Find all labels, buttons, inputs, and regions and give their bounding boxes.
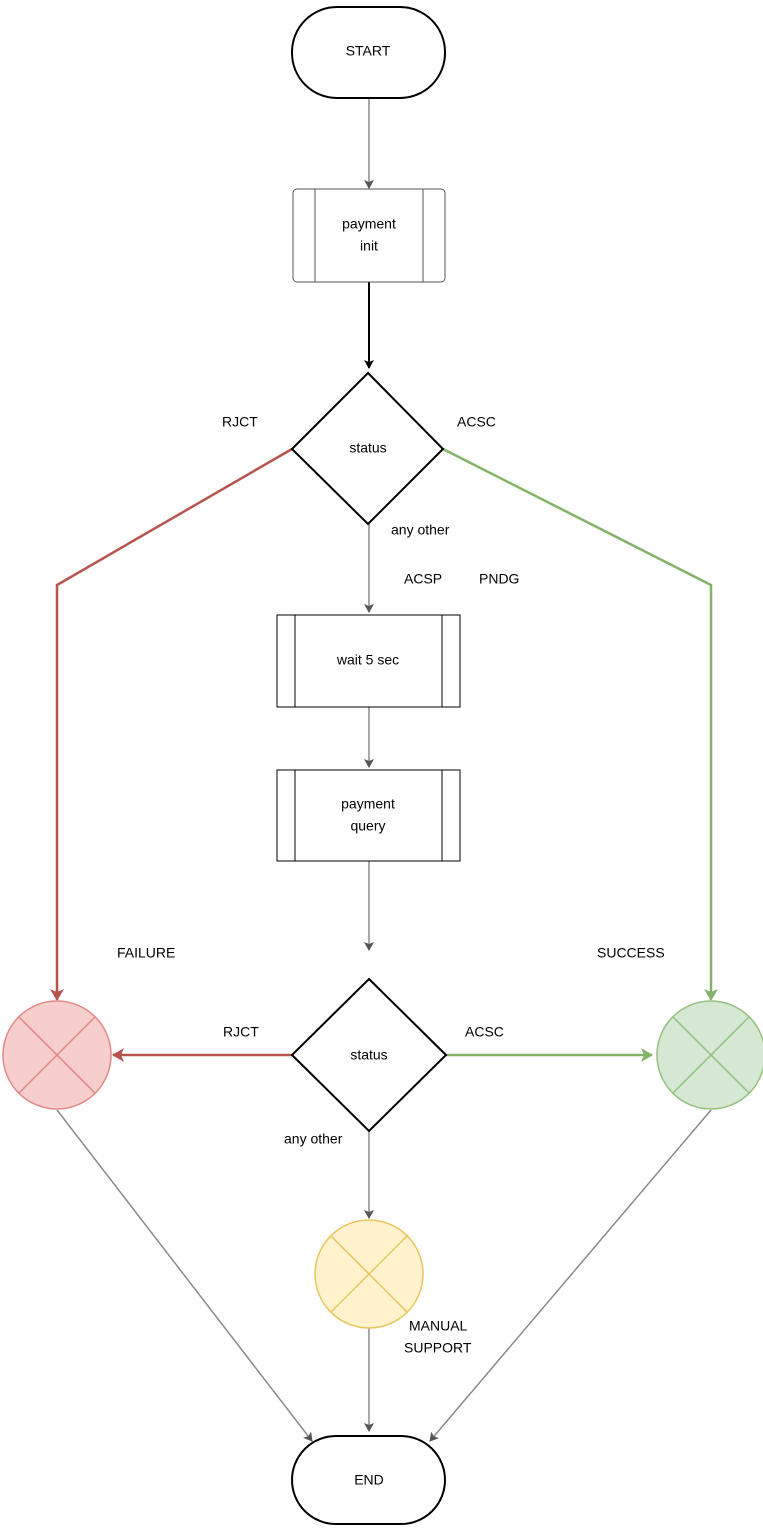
success-node [656, 1000, 763, 1110]
edge-status1-rjct-to-failure [50, 447, 293, 1001]
manual-support-node [314, 1219, 424, 1329]
edge-label-acsc-1: ACSC [457, 414, 496, 430]
success-label: SUCCESS [597, 945, 665, 961]
wait-node: wait 5 sec [276, 614, 461, 708]
payment-init-label-line1: payment [342, 216, 396, 232]
status-1-label: status [349, 440, 386, 456]
edge-status1-acsc-to-success [442, 447, 718, 1001]
edge-success-to-end [429, 1109, 712, 1442]
failure-node [2, 1000, 112, 1110]
payment-init-node: payment init [292, 188, 446, 283]
payment-query-node: payment query [276, 769, 461, 862]
wait-label: wait 5 sec [336, 652, 399, 668]
payment-init-label-line2: init [360, 238, 378, 254]
payment-query-label-line1: payment [341, 796, 395, 812]
status-2-label: status [350, 1047, 387, 1063]
edge-label-rjct-2: RJCT [223, 1024, 259, 1040]
edge-label-pndg: PNDG [479, 571, 519, 587]
edge-label-any-other-1: any other [391, 522, 450, 538]
edge-label-any-other-2: any other [284, 1131, 343, 1147]
edge-label-acsc-2: ACSC [465, 1024, 504, 1040]
end-node: END [291, 1435, 446, 1525]
start-label: START [346, 43, 391, 59]
end-label: END [354, 1472, 384, 1488]
edge-label-rjct-1: RJCT [222, 414, 258, 430]
failure-label: FAILURE [117, 945, 175, 961]
status-decision-2: status [290, 977, 448, 1133]
manual-support-label-line2: SUPPORT [404, 1340, 472, 1356]
manual-support-label-line1: MANUAL [409, 1318, 468, 1334]
start-node: START [291, 6, 446, 99]
edge-failure-to-end [56, 1109, 313, 1442]
status-decision-1: status [290, 371, 445, 526]
payment-query-label-line2: query [350, 818, 385, 834]
edge-label-acsp: ACSP [404, 571, 442, 587]
